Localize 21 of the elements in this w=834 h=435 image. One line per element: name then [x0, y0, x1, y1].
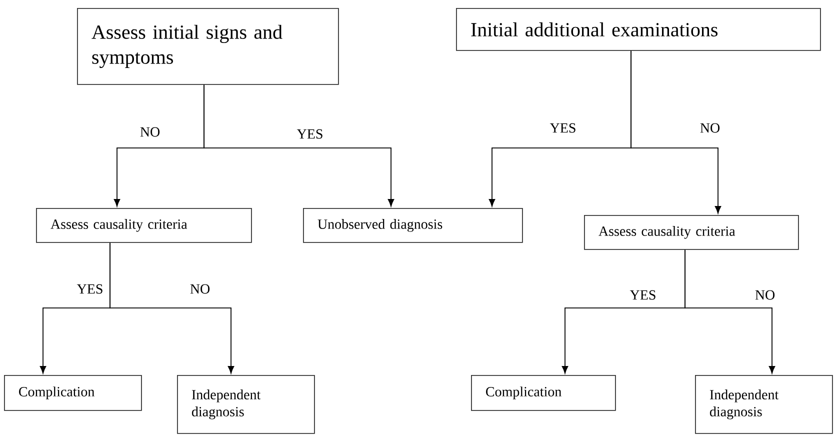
edge-label: YES	[548, 122, 578, 134]
arrow	[110, 242, 234, 374]
process-box: Independent diagnosis	[177, 374, 315, 434]
edge-label: NO	[138, 126, 162, 138]
process-box: Independent diagnosis	[695, 374, 833, 434]
arrow	[204, 84, 394, 207]
process-box: Assess causality criteria	[584, 214, 799, 250]
process-box: Complication	[471, 374, 616, 411]
process-box: Assess causality criteria	[36, 208, 252, 243]
arrow	[630, 50, 722, 214]
arrow	[684, 249, 776, 374]
process-box: Complication	[4, 374, 142, 411]
edge-label: YES	[296, 128, 324, 140]
edge-label: YES	[628, 289, 658, 301]
process-box: Assess initial signs and symptoms	[77, 8, 339, 85]
edge-label: NO	[754, 289, 776, 301]
process-box: Initial additional examinations	[456, 8, 821, 51]
process-box: Unobserved diagnosis	[303, 208, 523, 243]
edge-label: NO	[188, 283, 212, 295]
edge-label: YES	[76, 283, 104, 295]
edge-label: NO	[698, 122, 722, 134]
